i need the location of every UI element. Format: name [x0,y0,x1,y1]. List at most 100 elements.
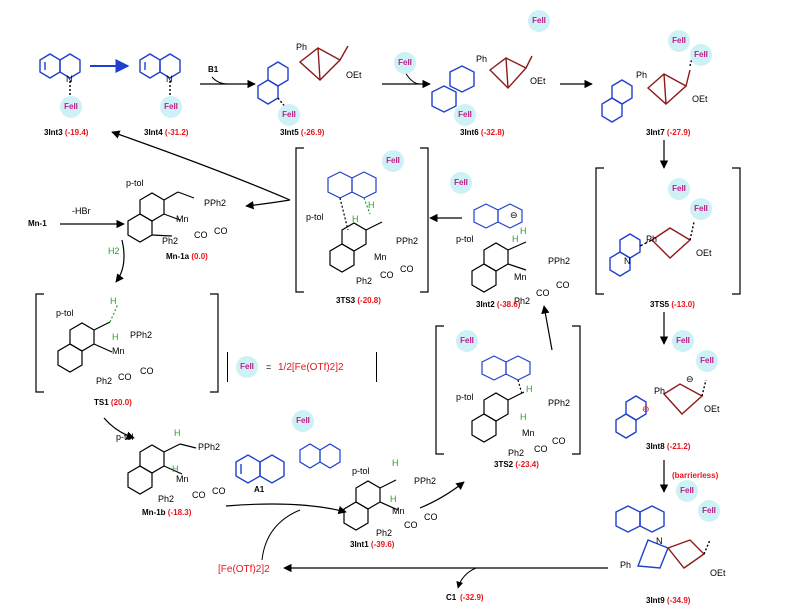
arrow-b1-curve [211,76,229,85]
fe-badge-int4: FeII [160,96,182,118]
fe-badge-int2: FeII [450,172,472,194]
ts3-ph2: Ph2 [356,276,373,286]
int1-ptol: p-tol [352,466,370,476]
arrow-ts3-to-mn1a [245,199,291,210]
ts3-structure [327,171,383,273]
ts1-structure [57,303,119,373]
arrow-fe-salt-to-int1 [261,509,301,561]
ts1-bracket-right [210,293,219,393]
mn1b-h-bottom: H [172,464,179,474]
int1-ph2: Ph2 [376,528,393,538]
legend-text: 1/2[Fe(OTf)2]2 [278,362,344,373]
int9-structure [615,505,711,569]
fe-badge-legend: FeII [236,356,258,378]
arrow-mn1a-to-ts1 [115,239,125,283]
ts2-ptol: p-tol [456,392,474,402]
ts3-bracket-left [295,147,304,293]
fe-badge-ts3: FeII [382,150,404,172]
label-int1: 3Int1 (-39.6) [350,540,395,549]
int2-ph2: Ph2 [514,296,531,306]
fe-badge-ts5-bottom: FeII [690,198,712,220]
label-int4: 3Int4 (-31.2) [144,128,189,137]
int1-structure [299,443,399,531]
int2-structure [471,203,527,293]
arrow-int1-to-ts2 [419,481,465,509]
label-mn1b: Mn-1b (-18.3) [142,508,192,517]
int1-co-1: CO [404,520,418,530]
fe-badge-ts2: FeII [456,330,478,352]
arrow-c1-release [456,567,477,589]
int2-minus-charge: ⊖ [510,210,518,220]
int7-ph: Ph [636,70,648,80]
int6-oet: OEt [530,76,546,86]
ts1-mn: Mn [112,346,125,356]
label-barrierless: (barrierless) [672,471,719,480]
fe-badge-int8-top: FeII [672,330,694,352]
mn1b-structure [127,443,197,495]
label-int6: 3Int6 (-32.8) [460,128,505,137]
int2-co-2: CO [556,280,570,290]
ts3-ptol: p-tol [306,212,324,222]
mn1a-mn: Mn [176,214,189,224]
int8-minus-charge: ⊖ [686,374,694,384]
arrow-ts3-to-int3 [111,130,291,201]
mn1a-structure [127,191,195,243]
int8-oet: OEt [704,404,720,414]
label-int2: 3Int2 (-38.6) [476,300,521,309]
arrow-ts1-to-mn1b [103,417,135,440]
ts3-pph2: PPh2 [396,236,419,246]
int2-h-bottom: H [512,234,519,244]
int5-oet: OEt [346,70,362,80]
label-ts2: 3TS2 (-23.4) [494,460,539,469]
ts2-pph2: PPh2 [548,398,571,408]
fe-badge-int6-top: FeII [528,10,550,32]
legend-equals: = [266,362,272,372]
ts5-ph: Ph [646,234,658,244]
label-ts1: TS1 (20.0) [94,398,132,407]
mn1b-co-1: CO [192,490,206,500]
ts2-co-1: CO [534,444,548,454]
mn1b-h-top: H [174,428,181,438]
ts1-co-1: CO [118,372,132,382]
arrow-ts2-to-int2 [541,305,553,351]
int4-n-atom: N [166,74,173,84]
ts2-structure [471,355,531,443]
int9-ph: Ph [620,560,632,570]
ts1-co-2: CO [140,366,154,376]
fe-badge-int1: FeII [292,410,314,432]
int2-mn: Mn [514,272,527,282]
int4-structure [139,53,181,96]
fe-badge-int3: FeII [60,96,82,118]
int1-mn: Mn [392,506,405,516]
ts5-bracket-right [732,167,741,295]
ts2-bracket-left [435,325,444,455]
mn1a-co-2: CO [214,226,228,236]
ts3-co-2: CO [400,264,414,274]
int3-n-atom: N [66,74,73,84]
label-int5: 3Int5 (-26.9) [280,128,325,137]
reagent-h2: H2 [108,246,120,256]
int2-co-1: CO [536,288,550,298]
fe-badge-int5-reagent: FeII [394,52,416,74]
ts1-ph2: Ph2 [96,376,113,386]
int2-ptol: p-tol [456,234,474,244]
reagent-c1-energy: (-32.9) [460,593,484,602]
fe-badge-ts5-top: FeII [668,178,690,200]
label-int3: 3Int3 (-19.4) [44,128,89,137]
reagent-fe-salt: [Fe(OTf)2]2 [218,564,270,575]
label-int8: 3Int8 (-21.2) [646,442,691,451]
arrow-mn1b-to-int1 [225,503,347,515]
ts1-ptol: p-tol [56,308,74,318]
reagent-a1: A1 [254,485,265,494]
ts2-bracket-right [572,325,581,455]
mn1b-ph2: Ph2 [158,494,175,504]
int1-h-bottom: H [390,494,397,504]
int1-h-top: H [392,458,399,468]
int5-ph: Ph [296,42,308,52]
ts5-structure [609,221,695,277]
fe-badge-int8-bottom: FeII [696,350,718,372]
int2-h-top: H [520,226,527,236]
fe-badge-int5: FeII [278,104,300,126]
ts3-h-top: H [368,200,375,210]
